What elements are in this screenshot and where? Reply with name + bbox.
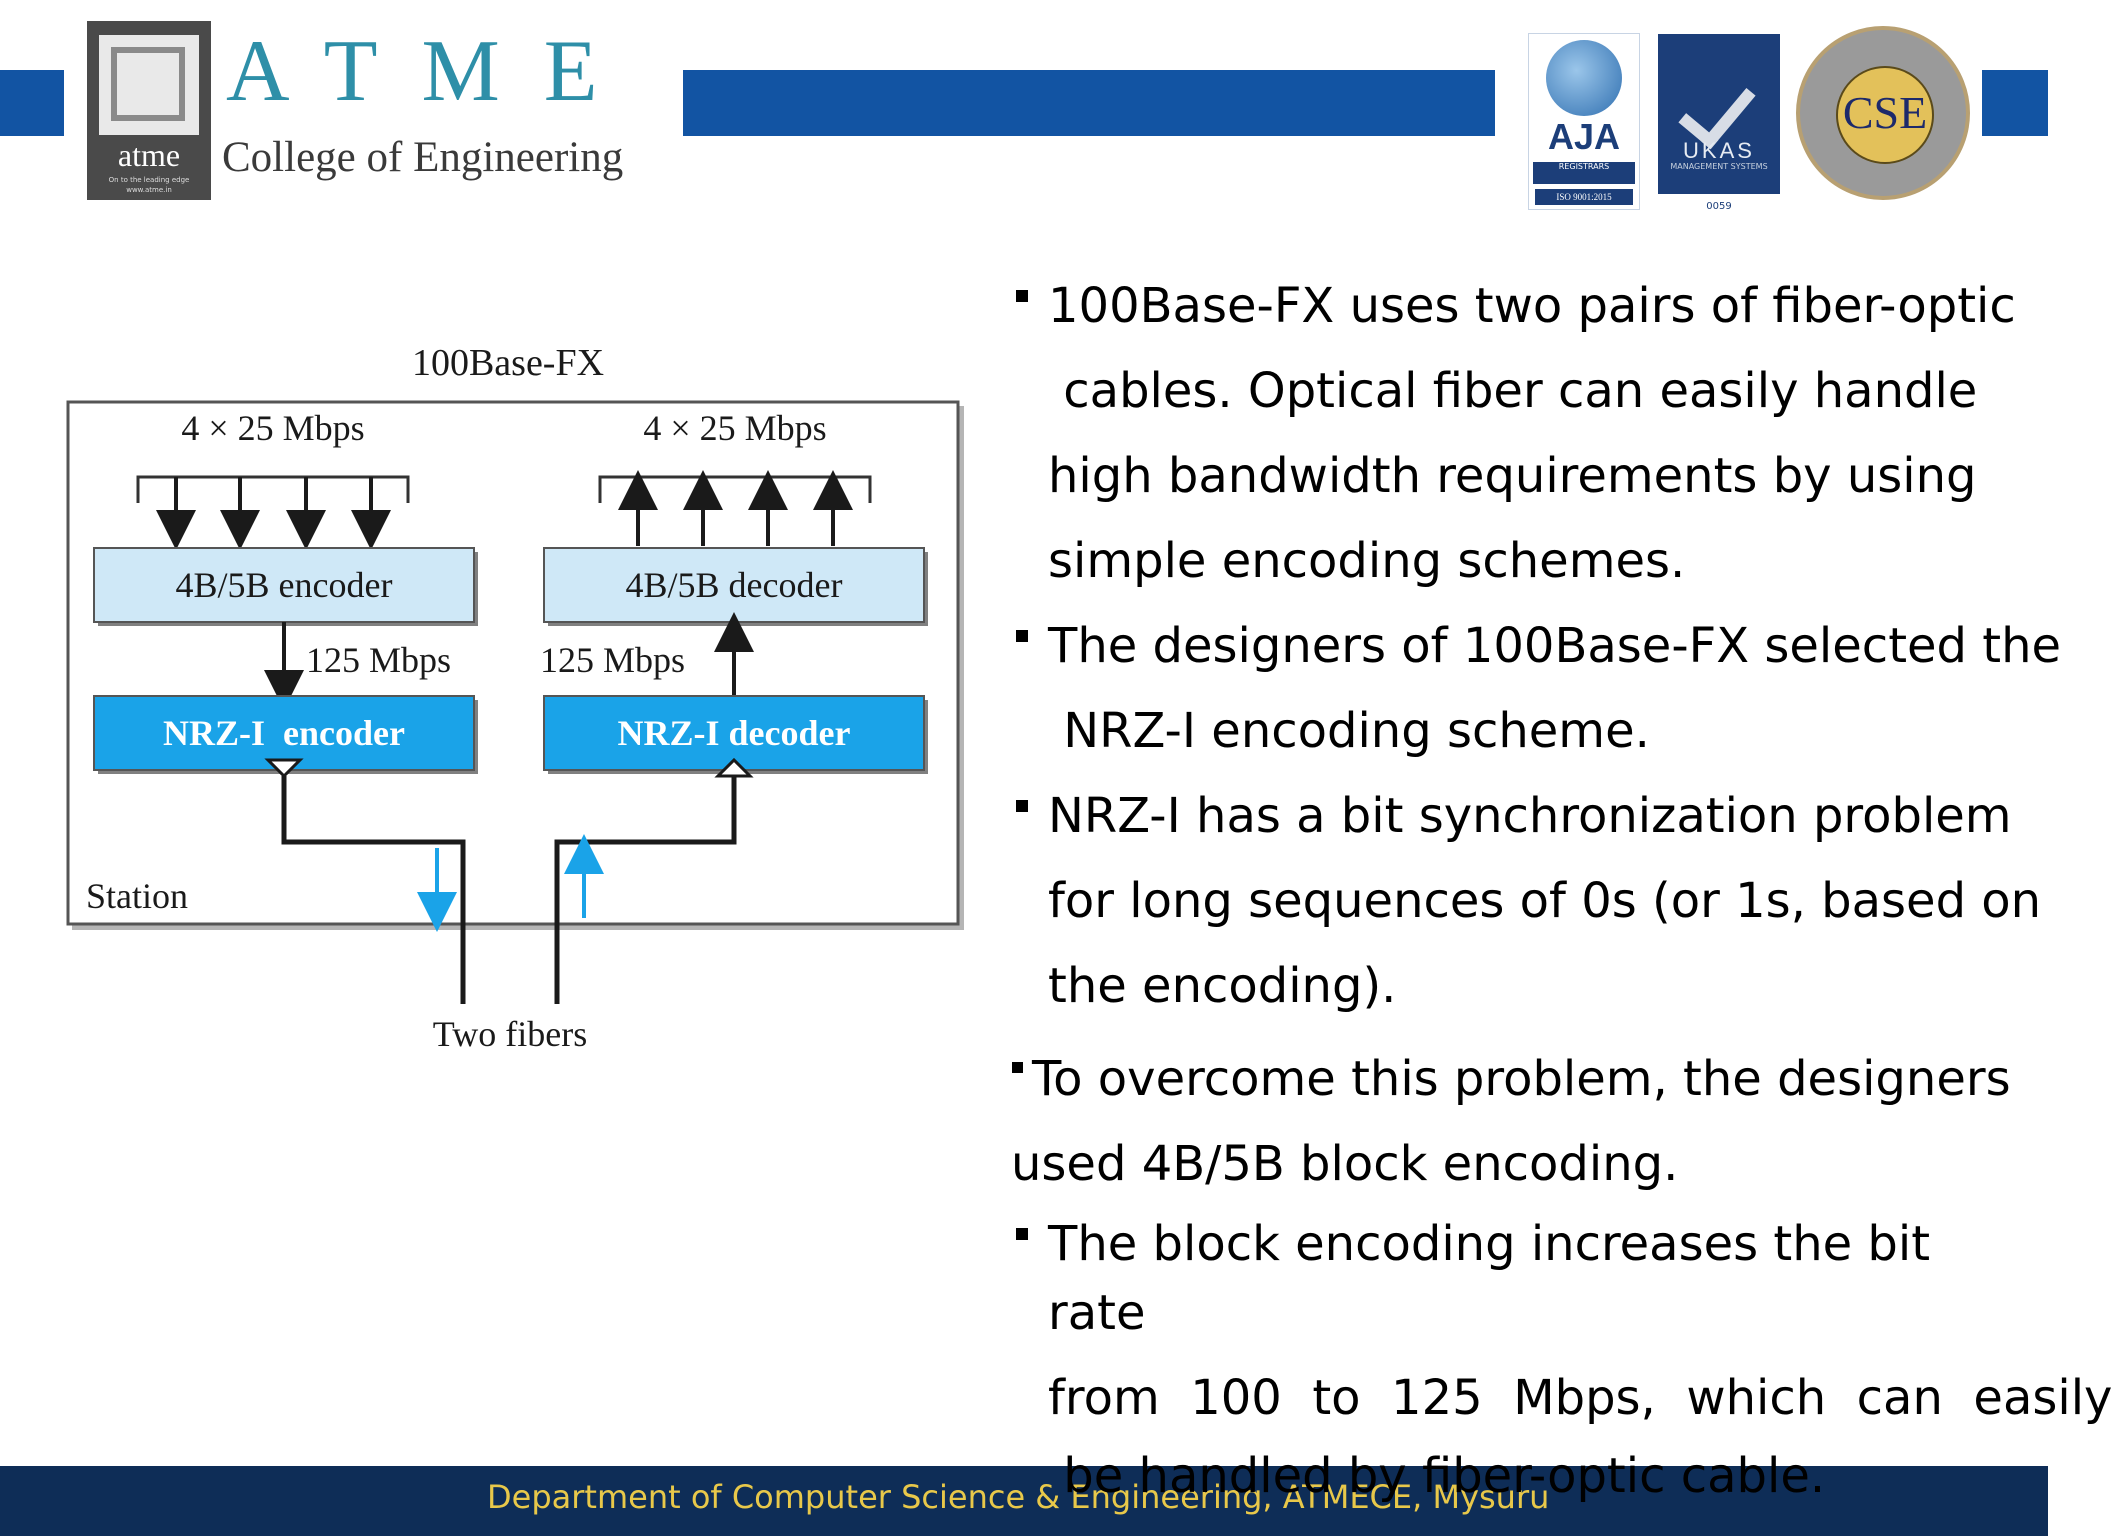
station-frame <box>66 400 960 926</box>
bullet-5-line-2: rate <box>1048 1285 1146 1341</box>
bullet-marker-1 <box>1016 290 1028 302</box>
footer-text: Department of Computer Science & Enginee… <box>487 1478 1550 1516</box>
right-bracket <box>598 475 872 503</box>
ukas-badge: UKAS MANAGEMENT SYSTEMS <box>1658 34 1780 194</box>
aja-badge: AJA REGISTRARS ISO 9001:2015 <box>1528 33 1640 210</box>
nrz-encoder-box <box>93 695 475 771</box>
ukas-number: 0059 <box>1706 201 1732 212</box>
ukas-sub: MANAGEMENT SYSTEMS <box>1670 162 1768 171</box>
ukas-label: UKAS <box>1683 138 1755 163</box>
logo-emblem-icon <box>99 35 199 135</box>
bullet-3-line-2: for long sequences of 0s (or 1s, based o… <box>1048 873 2042 929</box>
aja-label: AJA <box>1547 116 1621 157</box>
tx-port-triangle <box>264 758 304 779</box>
bullet-3-line-1: NRZ-I has a bit synchronization problem <box>1048 788 2012 844</box>
footer-bar <box>0 1466 2048 1536</box>
right-output-arrows <box>618 470 853 546</box>
enc-rate-label: 125 Mbps <box>306 640 451 680</box>
diagram-title: 100Base-FX <box>412 342 604 384</box>
decoder-box <box>543 547 925 623</box>
bullet-1-line-1: 100Base-FX uses two pairs of fiber-optic <box>1048 278 2016 334</box>
decoder-label: 4B/5B decoder <box>626 565 843 605</box>
station-label: Station <box>86 876 188 916</box>
tx-fiber <box>281 776 466 1004</box>
cse-seal: CSE <box>1796 26 1970 200</box>
bullet-2-line-2: NRZ-I encoding scheme. <box>1048 703 1650 759</box>
brand-title: ATME <box>226 23 642 120</box>
bullet-5-line-1: The block encoding increases the bit <box>1048 1216 1931 1272</box>
fibers-label: Two fibers <box>433 1014 587 1054</box>
bullet-5-line-4: be handled by fiber-optic cable. <box>1048 1448 1826 1504</box>
left-input-arrows <box>156 477 391 550</box>
college-name: College of Engineering <box>222 134 624 181</box>
nrz-decoder-label: NRZ-I decoder <box>618 713 851 753</box>
cse-inner: CSE <box>1836 66 1934 164</box>
bullet-marker-2 <box>1016 630 1028 642</box>
aja-band: REGISTRARS <box>1533 162 1635 184</box>
globe-icon <box>1546 40 1622 116</box>
bullet-1-line-2: cables. Optical fiber can easily handle <box>1048 363 1978 419</box>
nrz-decoder-box <box>543 695 925 771</box>
bullet-4-line-1: To overcome this problem, the designers <box>1032 1051 2011 1107</box>
nrz-encoder-label: NRZ-I encoder <box>163 713 405 753</box>
encoder-label: 4B/5B encoder <box>176 565 393 605</box>
bullet-1-line-3: high bandwidth requirements by using <box>1048 448 1977 504</box>
logo-name: atme <box>117 137 181 173</box>
header-bar-middle <box>683 70 1495 136</box>
bullet-3-line-3: the encoding). <box>1048 958 1397 1014</box>
aja-iso: ISO 9001:2015 <box>1535 189 1633 205</box>
bullet-5-line-3: from 100 to 125 Mbps, which can easily <box>1048 1370 2112 1426</box>
bullet-4-line-2: used 4B/5B block encoding. <box>1011 1136 1679 1192</box>
bullet-1-line-4: simple encoding schemes. <box>1048 533 1686 589</box>
left-rate-label: 4 × 25 Mbps <box>181 408 364 448</box>
bullet-2-line-1: The designers of 100Base-FX selected the <box>1048 618 2062 674</box>
header-bar-left <box>0 70 64 136</box>
bullet-marker-3 <box>1016 800 1028 812</box>
fx-diagram: 100Base-FX 4 × 25 Mbps 4 × 25 Mbps 4B/5B… <box>66 342 964 1054</box>
rx-fiber <box>554 776 737 1004</box>
right-rate-label: 4 × 25 Mbps <box>643 408 826 448</box>
cse-label: CSE <box>1842 87 1928 138</box>
bullet-marker-5 <box>1016 1228 1028 1240</box>
dec-rate-label: 125 Mbps <box>540 640 685 680</box>
header-bar-right <box>1982 70 2048 136</box>
bullet-marker-4 <box>1012 1062 1023 1073</box>
left-bracket <box>136 475 410 503</box>
